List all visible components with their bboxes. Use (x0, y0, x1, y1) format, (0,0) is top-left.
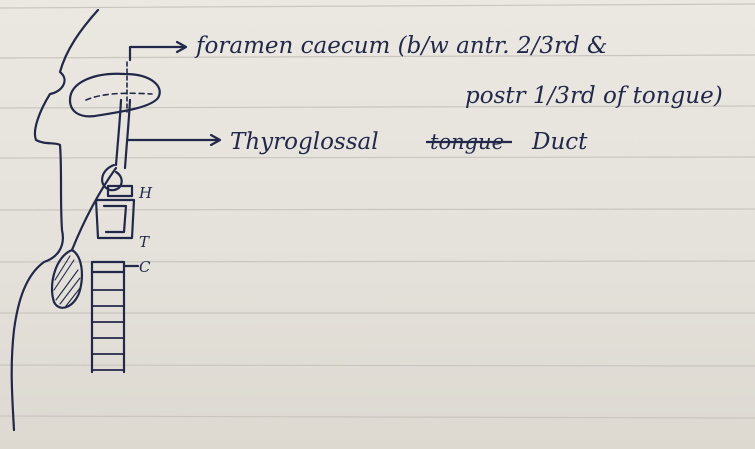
hatch-line (65, 287, 81, 307)
arrow-foramen-head (175, 40, 188, 54)
rule-line (0, 54, 755, 59)
rule-line (0, 3, 755, 9)
tongue-outline (68, 72, 161, 118)
face-profile (10, 8, 100, 432)
thyroid-lobe (50, 248, 83, 309)
thyroid-cartilage (94, 198, 136, 240)
rule-line (0, 364, 755, 367)
descent-path (70, 166, 118, 252)
rule-line (0, 260, 755, 263)
label-foramen-continuation: postr 1/3rd of tongue) (465, 83, 723, 109)
sulcus-terminalis (85, 92, 153, 101)
rule-line (0, 208, 755, 211)
label-thyroid-cartilage: T (139, 233, 150, 251)
label-duct: Duct (531, 129, 588, 155)
ruled-lines (0, 3, 755, 419)
hyoid-loop (101, 163, 123, 192)
rule-line (0, 105, 755, 109)
hatch-line (55, 269, 79, 301)
cricoid-cartilage (90, 260, 126, 274)
thyroglossal-duct-wall (123, 98, 132, 170)
arrow-duct-head (209, 133, 222, 147)
label-hyoid: H (138, 184, 153, 202)
thyroid-cartilage-inner (102, 204, 128, 234)
annotations: foramen caecum (b/w antr. 2/3rd & postr … (138, 33, 723, 276)
label-foramen-caecum: foramen caecum (b/w antr. 2/3rd & (194, 33, 607, 59)
hatch-line (59, 277, 81, 305)
arrow-foramen (128, 45, 186, 62)
hatch-line (53, 259, 75, 291)
hyoid-bone (106, 184, 134, 198)
label-cricoid: C (139, 258, 151, 276)
anatomy-sketch (10, 8, 222, 432)
rule-line (0, 156, 755, 159)
thyroid-hatching (53, 255, 81, 307)
label-thyroglossal: Thyroglossal (230, 129, 379, 155)
hatch-line (54, 255, 71, 281)
tracheal-rings (91, 289, 125, 371)
rule-line (0, 415, 755, 419)
thyroglossal-duct (114, 98, 123, 167)
